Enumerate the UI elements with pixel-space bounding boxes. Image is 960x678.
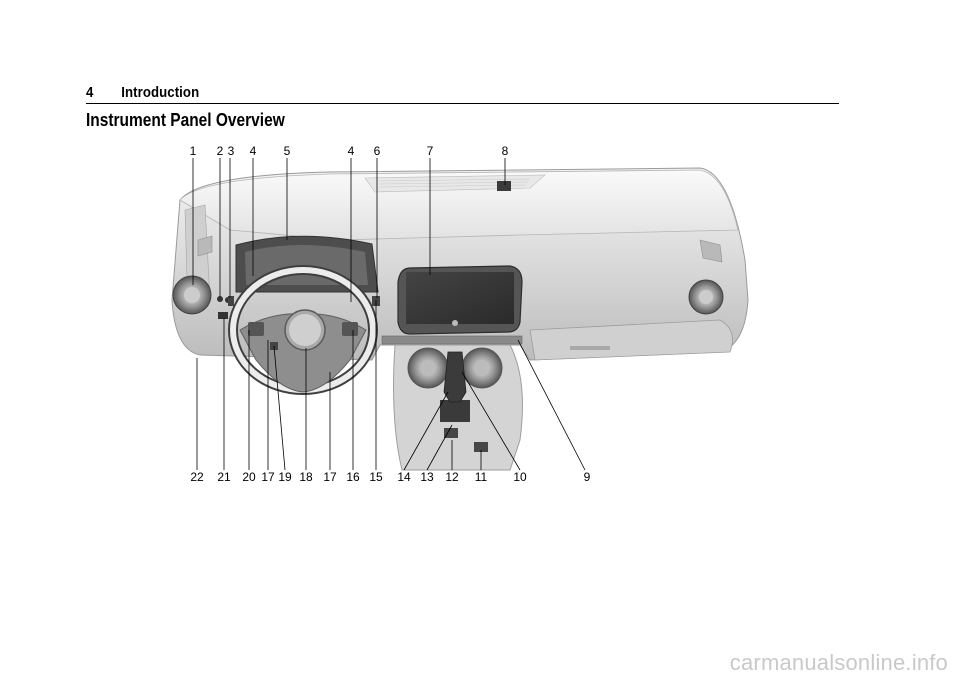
callout-20: 20 bbox=[242, 470, 256, 484]
section-title: Instrument Panel Overview bbox=[86, 110, 285, 130]
page-header: 4 Introduction bbox=[86, 84, 199, 101]
callout-11: 11 bbox=[475, 470, 488, 484]
leader-lines bbox=[192, 158, 586, 471]
callout-2: 2 bbox=[217, 144, 224, 158]
callouts-top: 1 2 3 4 5 4 6 7 8 bbox=[190, 144, 509, 158]
infotainment-screen bbox=[406, 272, 514, 324]
callout-18: 18 bbox=[299, 470, 313, 484]
dashboard-top bbox=[179, 169, 739, 241]
callout-1: 1 bbox=[190, 144, 197, 158]
header-rule bbox=[86, 103, 839, 104]
steering-wheel bbox=[228, 265, 380, 395]
callout-17b: 17 bbox=[323, 470, 337, 484]
watermark: carmanualsonline.info bbox=[729, 650, 948, 675]
callout-6: 6 bbox=[374, 144, 381, 158]
callout-14: 14 bbox=[397, 470, 411, 484]
callout-4a: 4 bbox=[250, 144, 257, 158]
callout-15: 15 bbox=[369, 470, 383, 484]
callout-16: 16 bbox=[346, 470, 360, 484]
shifter bbox=[443, 351, 467, 403]
callout-13: 13 bbox=[420, 470, 434, 484]
callout-12: 12 bbox=[445, 470, 459, 484]
callout-17a: 17 bbox=[261, 470, 275, 484]
callout-7: 7 bbox=[427, 144, 434, 158]
callout-22: 22 bbox=[190, 470, 204, 484]
page-number: 4 bbox=[86, 84, 94, 101]
left-vent bbox=[172, 275, 212, 315]
right-vent bbox=[688, 279, 724, 315]
callout-21: 21 bbox=[217, 470, 231, 484]
callout-10: 10 bbox=[513, 470, 527, 484]
callouts-bottom: 22 21 20 17 19 18 17 16 15 14 13 12 11 1… bbox=[190, 470, 590, 484]
chapter-title: Introduction bbox=[121, 84, 200, 101]
callout-5: 5 bbox=[284, 144, 291, 158]
callout-8: 8 bbox=[502, 144, 509, 158]
callout-3: 3 bbox=[228, 144, 235, 158]
callout-19: 19 bbox=[278, 470, 292, 484]
callout-9: 9 bbox=[584, 470, 591, 484]
callout-4b: 4 bbox=[348, 144, 355, 158]
